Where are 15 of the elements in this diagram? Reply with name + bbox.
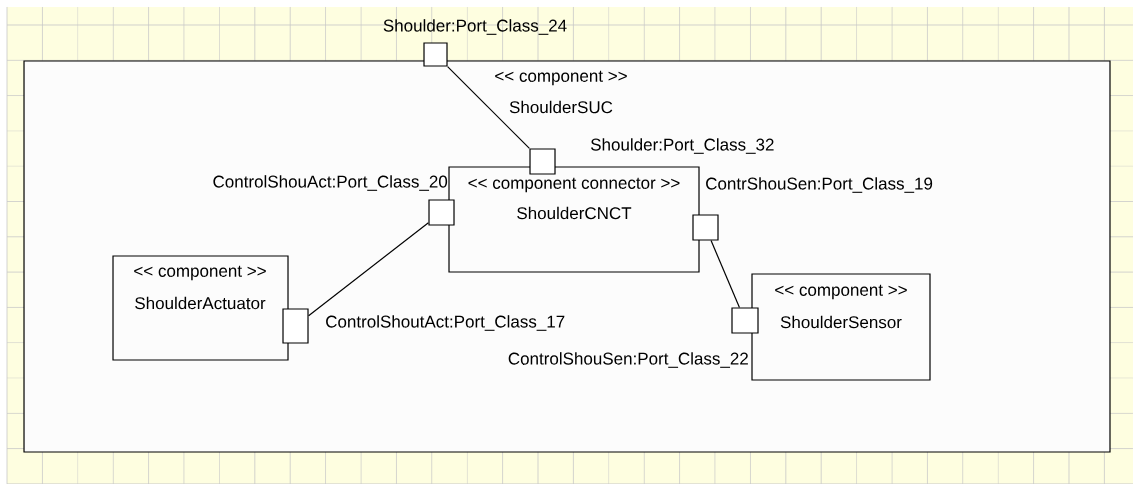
- port-box: [692, 214, 719, 241]
- connector-line: [308, 222, 429, 317]
- component-box: << component >> ShoulderActuator: [112, 255, 289, 361]
- port-label: Shoulder:Port_Class_24: [383, 19, 567, 35]
- component-box: << component >> ShoulderSensor: [751, 273, 931, 381]
- port-box: [731, 307, 759, 334]
- component-box: << component connector >> ShoulderCNCT: [448, 166, 700, 273]
- port-label: ControlShouAct:Port_Class_20: [213, 175, 448, 191]
- port-box: [529, 148, 556, 175]
- port-label: ContrShouSen:Port_Class_19: [706, 177, 933, 193]
- connector-line: [710, 240, 741, 308]
- port-label: Shoulder:Port_Class_32: [590, 138, 774, 154]
- connector-line: [447, 66, 530, 149]
- port-label: ControlShoutAct:Port_Class_17: [326, 315, 565, 331]
- port-label: ControlShouSen:Port_Class_22: [508, 352, 748, 368]
